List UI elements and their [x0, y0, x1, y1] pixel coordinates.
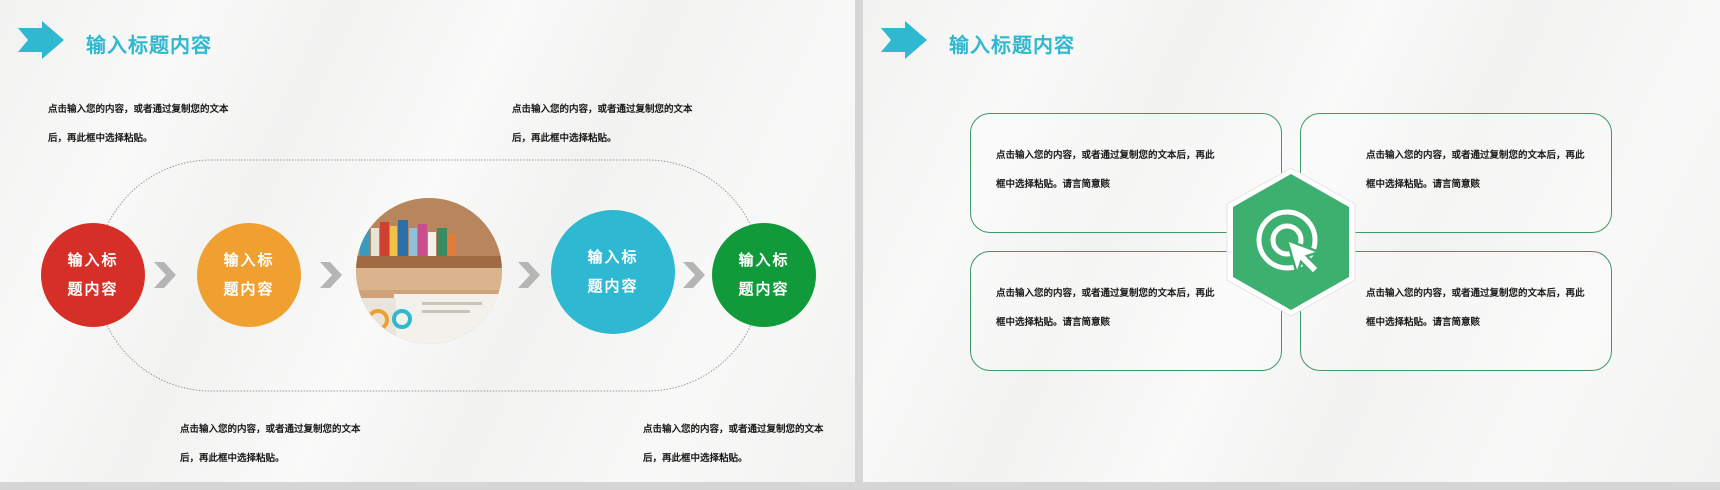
step-label: 题内容 — [587, 277, 639, 295]
text-block-bottom-left: 点击输入您的内容，或者通过复制您的文本 后，再此框中选择粘贴。 — [180, 415, 361, 473]
text-line: 后，再此框中选择粘贴。 — [512, 133, 617, 144]
step-label: 题内容 — [223, 280, 275, 298]
page-title: 输入标题内容 — [949, 33, 1075, 57]
step-circle-1: 输入标题内容 — [41, 223, 145, 327]
chevron-right-icon — [154, 262, 176, 288]
click-target-icon — [1256, 209, 1323, 279]
card-text: 点击输入您的内容，或者通过复制您的文本后，再此 — [996, 150, 1215, 161]
text-block-top-left: 点击输入您的内容，或者通过复制您的文本 后，再此框中选择粘贴。 — [48, 95, 229, 153]
step-label: 输入标 — [738, 251, 790, 269]
text-line: 点击输入您的内容，或者通过复制您的文本 — [48, 104, 229, 115]
hexagon-badge — [1226, 167, 1356, 317]
chevron-right-icon — [320, 262, 342, 288]
step-circle-2: 输入标题内容 — [197, 223, 301, 327]
page-title: 输入标题内容 — [86, 33, 212, 57]
chevron-right-icon — [518, 262, 540, 288]
step-label: 输入标 — [223, 251, 275, 269]
text-line: 后，再此框中选择粘贴。 — [48, 133, 153, 144]
text-line: 点击输入您的内容，或者通过复制您的文本 — [180, 424, 361, 435]
text-line: 点击输入您的内容，或者通过复制您的文本 — [512, 104, 693, 115]
text-line: 点击输入您的内容，或者通过复制您的文本 — [643, 424, 824, 435]
step-label: 题内容 — [67, 280, 119, 298]
arrow-right-icon — [881, 21, 927, 59]
chevron-right-icon — [683, 262, 705, 288]
card-text: 点击输入您的内容，或者通过复制您的文本后，再此 — [996, 288, 1215, 299]
card-text: 框中选择粘贴。请言简意赅 — [996, 179, 1111, 190]
step-circle-3: 输入标题内容 — [551, 210, 675, 334]
card-text: 点击输入您的内容，或者通过复制您的文本后，再此 — [1366, 288, 1585, 299]
card-text: 框中选择粘贴。请言简意赅 — [1366, 317, 1481, 328]
card-text: 框中选择粘贴。请言简意赅 — [996, 317, 1111, 328]
step-label: 输入标 — [587, 248, 639, 266]
slide-right: 输入标题内容 点击输入您的内容，或者通过复制您的文本后，再此框中选择粘贴。请言简… — [863, 0, 1720, 482]
bookshelf-photo — [356, 198, 502, 344]
text-block-top-right: 点击输入您的内容，或者通过复制您的文本 后，再此框中选择粘贴。 — [512, 95, 693, 153]
card-text: 框中选择粘贴。请言简意赅 — [1366, 179, 1481, 190]
step-label: 题内容 — [738, 280, 790, 298]
step-label: 输入标 — [67, 251, 119, 269]
arrow-right-icon — [18, 21, 64, 59]
card-text: 点击输入您的内容，或者通过复制您的文本后，再此 — [1366, 150, 1585, 161]
text-block-bottom-right: 点击输入您的内容，或者通过复制您的文本 后，再此框中选择粘贴。 — [643, 415, 824, 473]
slide-left: 输入标题内容 点击输入您的内容，或者通过复制您的文本 后，再此框中选择粘贴。 点… — [0, 0, 855, 482]
text-line: 后，再此框中选择粘贴。 — [643, 453, 748, 464]
text-line: 后，再此框中选择粘贴。 — [180, 453, 285, 464]
step-circle-4: 输入标题内容 — [712, 223, 816, 327]
